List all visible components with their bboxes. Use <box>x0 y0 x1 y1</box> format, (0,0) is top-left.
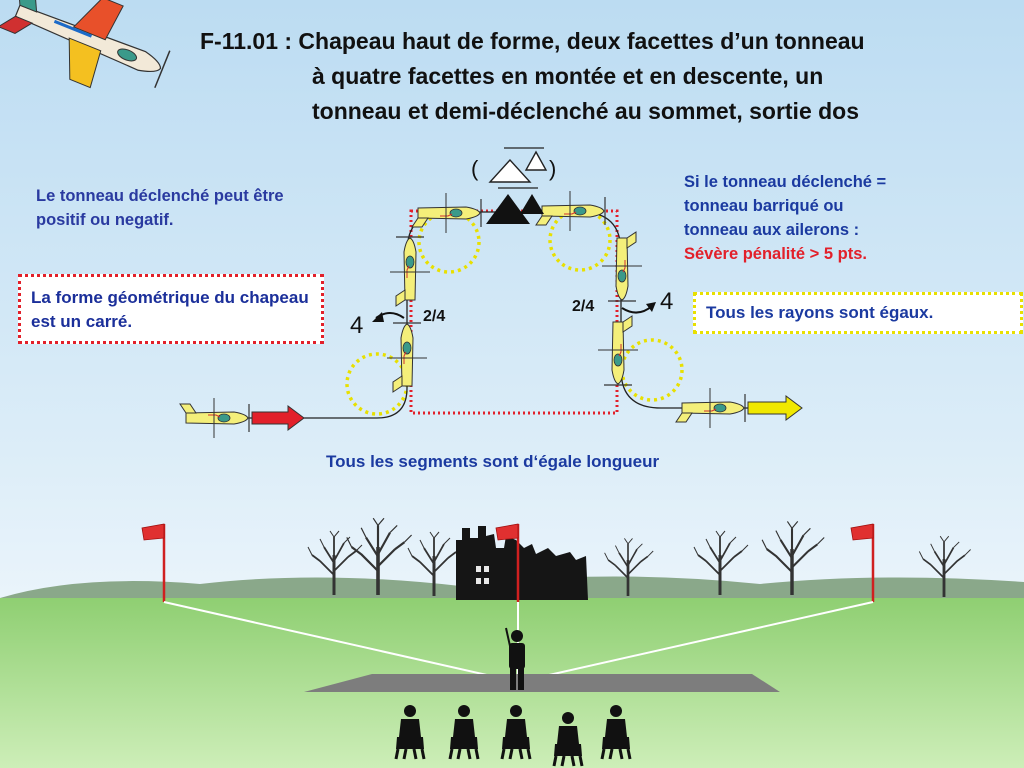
castle-ruin <box>456 526 588 600</box>
snap-roll-symbol <box>486 147 548 224</box>
equal-radii-note: Tous les rayons sont égaux. <box>693 292 1023 334</box>
runway <box>304 674 780 692</box>
penalty-note-warning: Sévère pénalité > 5 pts. <box>684 245 867 263</box>
left-roll-arrowhead <box>372 312 384 322</box>
snap-paren-open: ( <box>471 156 479 181</box>
penalty-note-line-2: tonneau barriqué ou <box>684 197 844 215</box>
penalty-note: Si le tonneau déclenché = tonneau barriq… <box>684 170 1014 266</box>
exit-arrow <box>747 395 803 421</box>
penalty-note-line-3: tonneau aux ailerons : <box>684 221 860 239</box>
entry-arrow <box>251 405 305 431</box>
left-roll-fraction: 2/4 <box>423 308 446 325</box>
hat-square-outline <box>409 209 619 415</box>
title-line-3: tonneau et demi-déclenché au sommet, sor… <box>312 98 860 124</box>
figure-title: F-11.01 : Chapeau haut de forme, deux fa… <box>200 24 865 129</box>
right-roll-fraction: 2/4 <box>572 298 595 315</box>
left-roll-count: 4 <box>350 312 364 339</box>
title-line-1: F-11.01 : Chapeau haut de forme, deux fa… <box>200 28 865 54</box>
logo-aerobatic-plane <box>0 0 171 89</box>
right-roll-count: 4 <box>660 288 674 315</box>
snap-sign-note: Le tonneau déclenché peut être positif o… <box>36 187 284 229</box>
title-line-2: à quatre facettes en montée et en descen… <box>312 63 824 89</box>
pilot-silhouette <box>505 627 525 690</box>
penalty-note-line-1: Si le tonneau déclenché = <box>684 173 887 191</box>
equal-segments-note: Tous les segments sont d‘égale longueur <box>326 452 660 471</box>
square-shape-note: La forme géométrique du chapeau est un c… <box>18 274 324 344</box>
right-roll-arrowhead <box>646 302 656 312</box>
snap-paren-close: ) <box>549 156 557 181</box>
